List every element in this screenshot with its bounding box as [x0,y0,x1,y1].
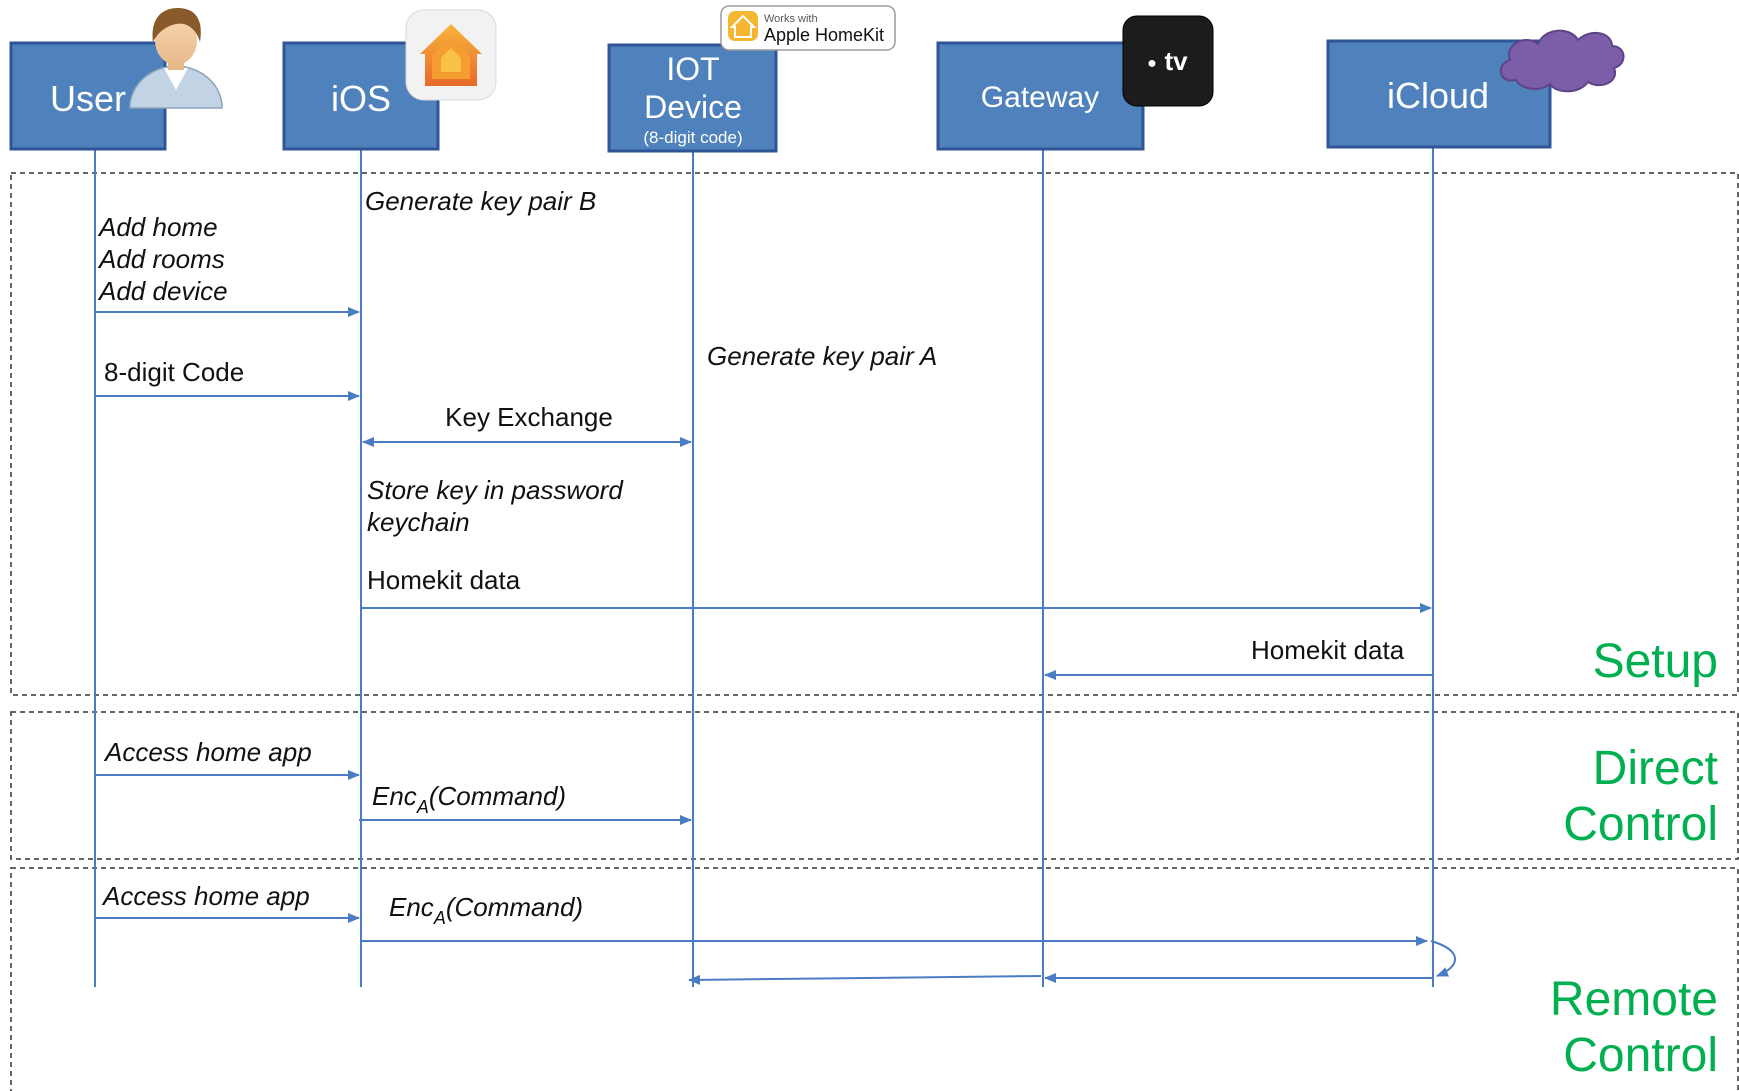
iot-actor-sublabel: (8-digit code) [643,128,742,147]
iot-device-actor: IOT Device (8-digit code) [607,43,778,153]
direct-control-frame [10,711,1739,860]
generate-key-b-label: Generate key pair B [365,186,596,216]
add-rooms-label: Add rooms [97,244,225,274]
homekit-data-label-1: Homekit data [367,565,521,595]
remote-control-frame [10,867,1739,1091]
icloud-self-loop-arrow [1430,940,1456,977]
enc-2-text: Enc [389,892,434,922]
apple-tv-logo: ● [1147,55,1157,72]
enc-2-command: (Command) [446,892,583,922]
enc-command-label-2: EncA(Command) [389,892,583,928]
enc-1-subscript: A [416,797,429,817]
code-label: 8-digit Code [104,357,244,387]
direct-section-label-line2: Control [1563,798,1718,851]
gateway-actor-label: Gateway [981,81,1099,114]
iot-actor-label-line2: Device [644,89,742,125]
access-home-label-2: Access home app [101,881,310,911]
key-exchange-label: Key Exchange [445,402,613,432]
gateway-actor: Gateway [936,41,1145,151]
iot-actor-label-line1: IOT [666,51,719,87]
ios-actor-label: iOS [331,78,391,119]
homekit-badge-small: Works with [764,13,818,25]
enc-1-command: (Command) [429,781,566,811]
add-device-label: Add device [97,276,228,306]
enc-2-subscript: A [433,908,446,928]
homekit-data-label-2: Homekit data [1251,635,1405,665]
user-avatar-icon [129,8,223,109]
direct-section-label-line1: Direct [1593,742,1718,795]
homekit-badge: Works with Apple HomeKit [720,5,896,51]
generate-key-a-label: Generate key pair A [707,341,937,371]
store-key-label-line2: keychain [367,507,470,537]
setup-frame [10,172,1739,696]
gateway-to-iot-arrow [688,974,1042,985]
user-actor-label: User [50,78,126,119]
setup-section-label: Setup [1593,635,1718,688]
enc-1-text: Enc [372,781,417,811]
apple-tv-text: tv [1164,46,1188,76]
store-key-label-line1: Store key in password [367,475,624,505]
apple-tv-icon: ● tv [1122,15,1214,107]
access-home-label-1: Access home app [103,737,312,767]
cloud-icon [1500,29,1625,93]
remote-section-label-line2: Control [1563,1029,1718,1082]
enc-command-label-1: EncA(Command) [372,781,566,817]
icloud-actor-label: iCloud [1387,75,1489,116]
homekit-badge-large: Apple HomeKit [764,25,884,45]
remote-section-label-line1: Remote [1550,973,1718,1026]
add-home-label: Add home [97,212,218,242]
home-app-icon [405,9,497,101]
